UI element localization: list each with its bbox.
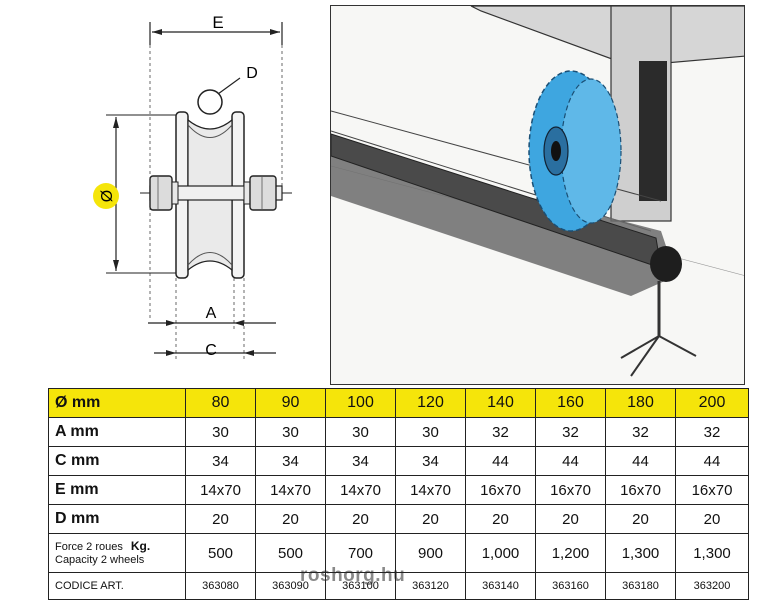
table-cell: 44 (675, 446, 749, 476)
table-cell: 20 (465, 504, 536, 534)
gate-track-sketch (331, 6, 744, 384)
table-cell: 14x70 (255, 475, 326, 505)
table-cell: 32 (675, 417, 749, 447)
table-cell: 1,000 (465, 533, 536, 573)
table-row-e: E mm 14x70 14x70 14x70 14x70 16x70 16x70… (48, 475, 749, 505)
table-cell: 200 (675, 388, 749, 418)
capacity-label-fr: Force 2 roues (55, 540, 123, 553)
table-cell: 14x70 (395, 475, 466, 505)
table-cell: 16x70 (465, 475, 536, 505)
nut-left (149, 175, 173, 211)
table-cell: 14x70 (185, 475, 256, 505)
table-row-codes: CODICE ART. 363080 363090 363100 363120 … (48, 572, 749, 600)
row-label: D mm (48, 504, 186, 534)
table-cell: 1,200 (535, 533, 606, 573)
table-cell: 900 (395, 533, 466, 573)
table-cell: 363200 (675, 572, 749, 600)
table-cell: 140 (465, 388, 536, 418)
table-cell: 20 (605, 504, 676, 534)
washer-right (243, 181, 251, 205)
table-cell: 34 (185, 446, 256, 476)
table-cell: 1,300 (605, 533, 676, 573)
specification-table: Ø mm 80 90 100 120 140 160 180 200 A mm … (48, 388, 749, 600)
wheel-dimension-diagram: E D Ø A C (93, 13, 292, 362)
table-cell: 30 (185, 417, 256, 447)
table-cell: 20 (535, 504, 606, 534)
diameter-highlight (93, 183, 119, 209)
table-cell: 30 (325, 417, 396, 447)
axle-diameter-circle (197, 89, 223, 115)
table-cell: 20 (255, 504, 326, 534)
table-cell: 363140 (465, 572, 536, 600)
table-cell: 16x70 (535, 475, 606, 505)
table-cell: 363080 (185, 572, 256, 600)
row-label: A mm (48, 417, 186, 447)
washer-left (171, 181, 179, 205)
table-cell: 16x70 (675, 475, 749, 505)
capacity-unit: Kg. (130, 538, 151, 553)
table-cell: 20 (395, 504, 466, 534)
row-label: E mm (48, 475, 186, 505)
table-cell: 16x70 (605, 475, 676, 505)
nut-right (249, 175, 277, 211)
row-label: C mm (48, 446, 186, 476)
label-diameter: Ø (99, 190, 116, 202)
table-row-diameter: Ø mm 80 90 100 120 140 160 180 200 (48, 388, 749, 418)
table-cell: 90 (255, 388, 326, 418)
row-label-capacity: Force 2 roues Kg. Capacity 2 wheels (48, 533, 186, 573)
table-cell: 363160 (535, 572, 606, 600)
table-cell: 500 (255, 533, 326, 573)
table-cell: 14x70 (325, 475, 396, 505)
table-cell: 34 (395, 446, 466, 476)
label-a: A (206, 305, 217, 322)
label-e: E (212, 13, 223, 32)
table-cell: 32 (465, 417, 536, 447)
watermark: roshorg.hu (300, 565, 406, 586)
table-row-c: C mm 34 34 34 34 44 44 44 44 (48, 446, 749, 476)
table-cell: 34 (325, 446, 396, 476)
table-cell: 44 (535, 446, 606, 476)
table-cell: 363100 (325, 572, 396, 600)
table-cell: 700 (325, 533, 396, 573)
table-row-a: A mm 30 30 30 30 32 32 32 32 (48, 417, 749, 447)
table-cell: 180 (605, 388, 676, 418)
table-row-d: D mm 20 20 20 20 20 20 20 20 (48, 504, 749, 534)
table-cell: 20 (325, 504, 396, 534)
table-cell: 30 (255, 417, 326, 447)
table-cell: 363180 (605, 572, 676, 600)
table-cell: 34 (255, 446, 326, 476)
table-cell: 1,300 (675, 533, 749, 573)
table-cell: 32 (535, 417, 606, 447)
label-d: D (246, 65, 258, 82)
table-cell: 363120 (395, 572, 466, 600)
rail-end (650, 246, 682, 282)
table-cell: 160 (535, 388, 606, 418)
row-label: Ø mm (48, 388, 186, 418)
table-cell: 20 (675, 504, 749, 534)
capacity-label-en: Capacity 2 wheels (55, 553, 145, 566)
table-cell: 30 (395, 417, 466, 447)
table-cell: 100 (325, 388, 396, 418)
row-label: CODICE ART. (48, 572, 186, 600)
installation-illustration (330, 5, 745, 385)
table-cell: 20 (185, 504, 256, 534)
table-cell: 32 (605, 417, 676, 447)
label-c: C (205, 342, 217, 359)
table-cell: 363090 (255, 572, 326, 600)
table-cell: 44 (605, 446, 676, 476)
table-cell: 500 (185, 533, 256, 573)
table-cell: 80 (185, 388, 256, 418)
table-row-capacity: Force 2 roues Kg. Capacity 2 wheels 500 5… (48, 533, 749, 573)
table-cell: 120 (395, 388, 466, 418)
table-cell: 44 (465, 446, 536, 476)
